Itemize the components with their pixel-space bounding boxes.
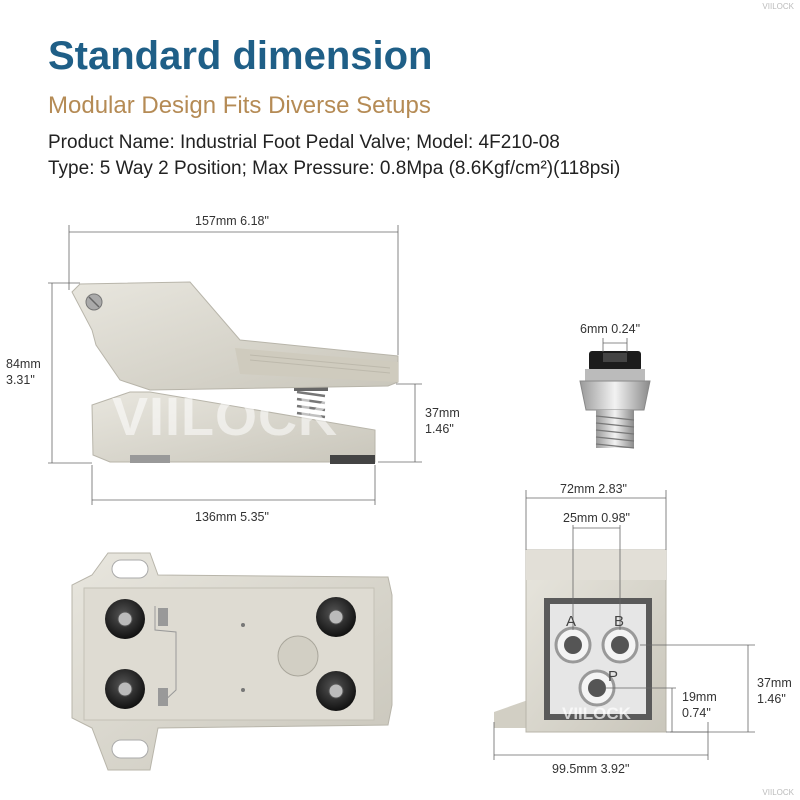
dim-front-height-in: 1.46" (757, 692, 786, 706)
dim-port-spacing: 25mm 0.98" (563, 511, 630, 525)
dim-front-width: 72mm 2.83" (560, 482, 627, 496)
side-view-pedal (71, 281, 399, 464)
corner-brand-mark-bottom: VIILOCK (762, 788, 794, 797)
dim-front-height-mm: 37mm (757, 676, 792, 690)
push-in-fitting (579, 351, 651, 449)
dim-side-length: 157mm 6.18" (195, 214, 269, 228)
dim-pedal-height-in: 1.46" (425, 422, 454, 436)
spec-line-product: Product Name: Industrial Foot Pedal Valv… (48, 132, 560, 153)
dim-port-offset-mm: 19mm (682, 690, 717, 704)
dim-port-offset-in: 0.74" (682, 706, 711, 720)
page-title: Standard dimension (48, 34, 433, 78)
brand-watermark-small: VIILOCK (562, 704, 631, 723)
dim-side-height-in: 3.31" (6, 373, 35, 387)
spring (296, 390, 326, 419)
port-label-p: P (608, 668, 619, 685)
side-dimension-lines (48, 225, 422, 505)
dim-side-height-mm: 84mm (6, 357, 41, 371)
brand-watermark: VIILOCK (112, 387, 339, 447)
page-subtitle: Modular Design Fits Diverse Setups (48, 92, 431, 119)
rubber-foot-icon (105, 597, 356, 711)
dim-pedal-height-mm: 37mm (425, 406, 460, 420)
spec-line-type: Type: 5 Way 2 Position; Max Pressure: 0.… (48, 158, 621, 179)
base-foot (330, 455, 375, 464)
mount-slot-bottom (111, 739, 149, 759)
dim-base-length: 136mm 5.35" (195, 510, 269, 524)
dim-base-width: 99.5mm 3.92" (552, 762, 630, 776)
port-label-b: B (614, 613, 625, 630)
mount-slot-top (111, 559, 149, 579)
front-dimension-lines (493, 490, 755, 760)
dim-fitting-diameter: 6mm 0.24" (580, 322, 641, 336)
fitting-dimension-lines (602, 338, 628, 352)
bottom-view-plate (71, 552, 393, 771)
port-label-a: A (566, 613, 577, 630)
corner-brand-mark: VIILOCK (762, 2, 794, 11)
